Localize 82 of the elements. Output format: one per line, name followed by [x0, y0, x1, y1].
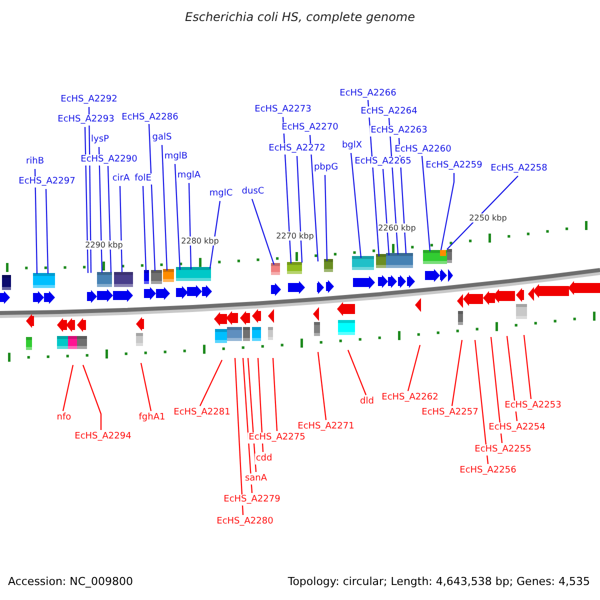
gene-label: fghA1: [138, 412, 166, 424]
gene-label: EcHS_A2264: [360, 106, 418, 118]
leader-line: [407, 344, 421, 392]
gene-label: EcHS_A2279: [222, 494, 282, 506]
footer-text: Topology: circular; Length: 4,643,538 bp; Genes: 4,535: [288, 575, 590, 588]
gene-label: EcHS_A2275: [248, 432, 306, 444]
gene-label: cdd: [254, 454, 274, 464]
gene-label: EcHS_A2255: [474, 444, 532, 456]
gene-label: EcHS_A2256: [458, 466, 518, 476]
leader-line: [474, 340, 489, 464]
gene-label: EcHS_A2265: [354, 156, 412, 168]
leader-line: [174, 164, 181, 270]
gene-label: folE: [134, 174, 152, 184]
leader-line: [119, 186, 123, 272]
leader-line: [382, 168, 390, 256]
leader-line: [247, 358, 257, 472]
leader-line: [440, 173, 455, 250]
gene-label: lysP: [90, 134, 110, 146]
gene-label: galS: [151, 132, 173, 144]
gene-label: EcHS_A2254: [488, 422, 546, 434]
gene-label: EcHS_A2259: [424, 160, 484, 172]
leader-line: [142, 186, 147, 272]
gene-label: EcHS_A2273: [254, 104, 312, 116]
gene-label: EcHS_A2281: [172, 408, 232, 418]
leader-line: [350, 152, 362, 258]
leader-line: [446, 176, 518, 250]
scale-label: 2270 kbp: [276, 232, 314, 240]
leader-line: [309, 134, 319, 262]
leader-line: [296, 156, 303, 263]
leader-line: [148, 124, 156, 271]
gene-label: EcHS_A2271: [296, 422, 356, 432]
leader-line: [324, 174, 328, 261]
title: Escherichia coli HS, complete genome: [184, 10, 416, 24]
leader-line: [188, 182, 192, 270]
leader-line: [257, 358, 264, 452]
leader-line: [84, 126, 89, 273]
leader-line: [161, 144, 168, 270]
leader-line: [45, 188, 49, 274]
scale-label: 2290 kbp: [85, 240, 123, 250]
leader-line: [140, 362, 152, 412]
scale-label: 2260 kbp: [378, 224, 416, 232]
leader-line: [490, 336, 503, 444]
gene-label: EcHS_A2258: [490, 164, 548, 174]
leader-line: [234, 358, 244, 516]
footer-text: Accession: NC_009800: [8, 575, 134, 588]
leader-line: [200, 360, 222, 406]
gene-label: EcHS_A2253: [504, 400, 562, 412]
gene-label: mglB: [163, 152, 189, 162]
gene-label: EcHS_A2257: [420, 408, 480, 418]
leader-line: [451, 340, 463, 406]
leader-line: [523, 334, 532, 400]
leader-line: [34, 168, 38, 274]
gene-label: EcHS_A2294: [74, 432, 132, 442]
leader-line: [107, 166, 112, 272]
gene-label: EcHS_A2280: [216, 516, 274, 528]
gene-label: EcHS_A2286: [120, 112, 180, 124]
leader-line: [421, 156, 431, 252]
gene-label: pbpG: [312, 162, 340, 174]
gene-label: EcHS_A2270: [280, 122, 340, 134]
leader-line: [62, 364, 74, 412]
gene-label: EcHS_A2260: [394, 144, 452, 156]
leader-line: [82, 364, 102, 430]
gene-label: EcHS_A2292: [60, 94, 118, 106]
gene-label: EcHS_A2290: [80, 154, 138, 166]
leader-line: [347, 350, 367, 396]
gene-label: mglA: [176, 170, 202, 182]
gene-label: EcHS_A2263: [370, 126, 428, 136]
leader-line: [272, 358, 278, 432]
gene-label: EcHS_A2266: [338, 88, 398, 100]
leader-line: [251, 198, 275, 265]
gene-label: mglC: [208, 188, 234, 200]
leader-line: [317, 352, 327, 420]
gene-label: EcHS_A2297: [18, 176, 76, 188]
gene-label: bglX: [340, 140, 364, 152]
leader-line: [506, 336, 518, 422]
gene-label: sanA: [244, 474, 268, 484]
scale-label: 2250 kbp: [469, 214, 507, 222]
gene-label: EcHS_A2293: [56, 114, 116, 126]
gene-label: EcHS_A2272: [268, 144, 326, 154]
leader-line: [209, 200, 221, 268]
gene-label: EcHS_A2262: [380, 392, 440, 404]
scale-label: 2280 kbp: [181, 236, 219, 246]
